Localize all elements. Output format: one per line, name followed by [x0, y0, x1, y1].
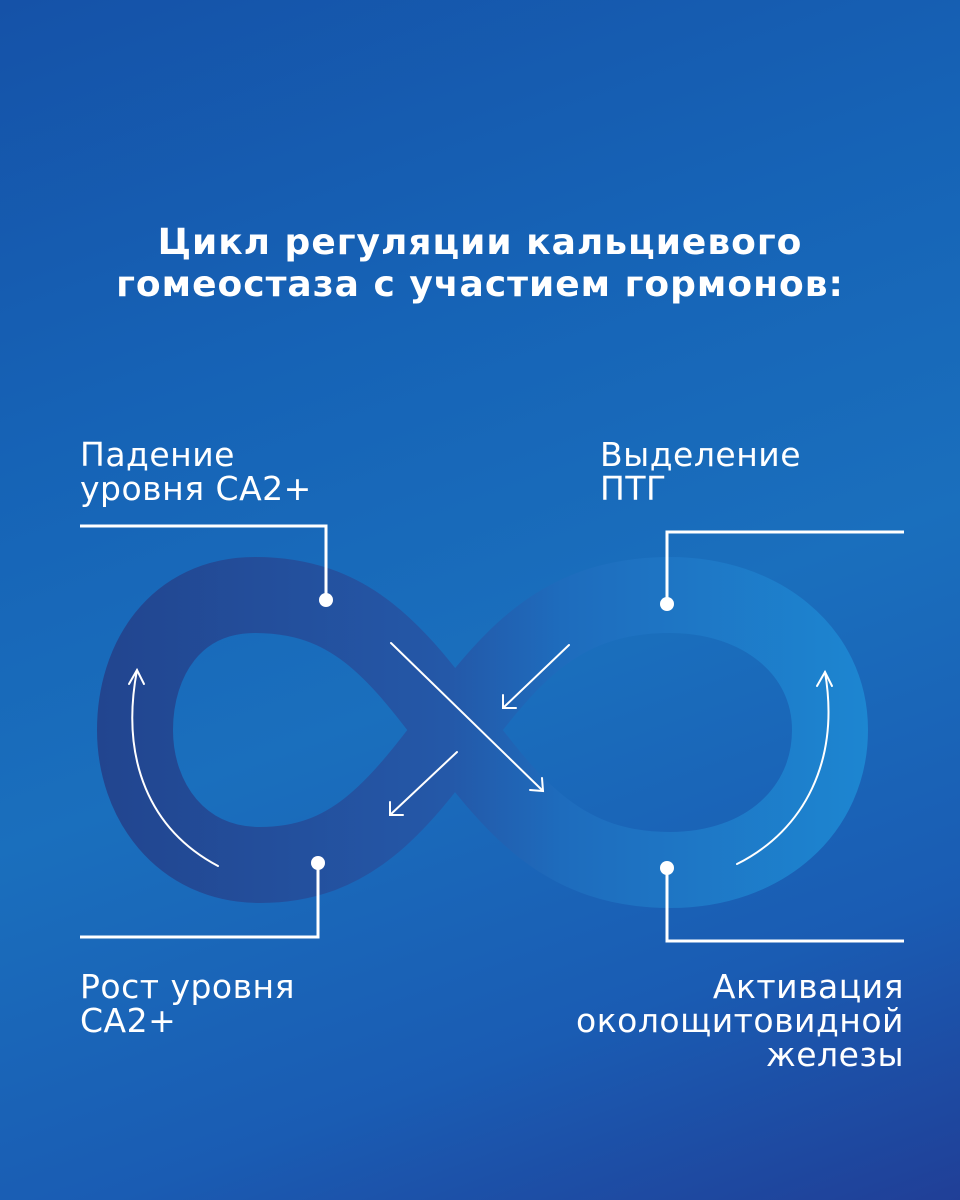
connector-bottom-left: [80, 856, 325, 939]
connector-bottom-right: [660, 861, 904, 943]
arrow-to-center-icon: [502, 644, 570, 709]
label-calcium-rise: Рост уровня СА2+: [80, 967, 295, 1040]
infinity-band: [97, 557, 868, 908]
label-parathyroid-activation: Активация околощитовидной железы: [576, 967, 904, 1074]
label-calcium-drop: Падение уровня СА2+: [80, 435, 312, 508]
connector-top-right: [660, 530, 904, 611]
connector-top-left: [80, 524, 333, 607]
arrow-to-bottom-right-icon: [390, 642, 545, 793]
title-line-1: Цикл регуляции кальциевого: [157, 222, 803, 263]
center-arrows: [389, 642, 570, 816]
left-curved-arrow-icon: [128, 667, 219, 867]
title-line-2: гомеостаза с участием гормонов:: [116, 264, 844, 305]
label-pth-release: Выделение ПТГ: [600, 435, 802, 508]
page-title: Цикл регуляции кальциевого гомеостаза с …: [0, 222, 960, 306]
right-curved-arrow-icon: [736, 669, 833, 865]
arrow-to-bottom-left-icon: [389, 751, 458, 816]
